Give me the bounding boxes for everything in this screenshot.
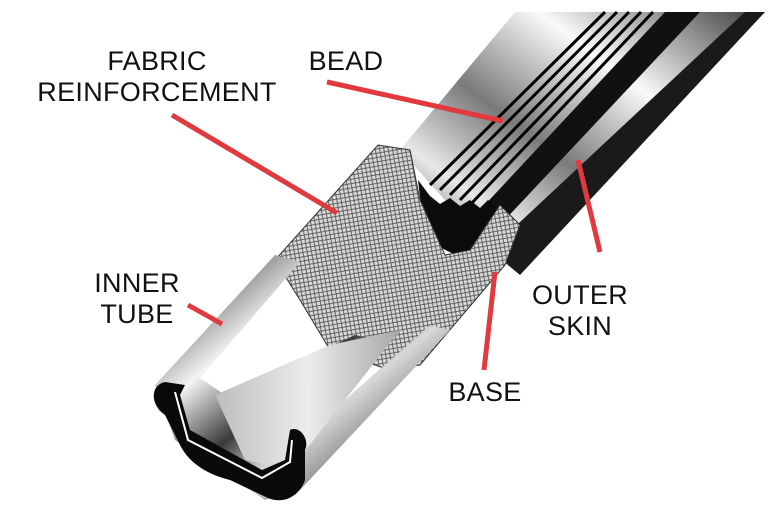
label-base: BASE [448, 377, 522, 407]
leader-bead [326, 79, 504, 124]
inner-tube-shape [153, 255, 450, 501]
bead-ribs [428, 10, 655, 207]
label-inner-tube: INNER TUBE [94, 268, 180, 329]
label-bead: BEAD [308, 46, 384, 76]
leader-inner-tube [186, 302, 224, 327]
leader-outer-skin [575, 159, 603, 253]
fabric-reinforcement-shape [274, 144, 521, 371]
label-outer-skin: OUTER SKIN [532, 280, 628, 341]
bead-black-band [480, 12, 700, 225]
label-fabric-reinforcement: FABRIC REINFORCEMENT [37, 46, 277, 107]
leader-fabric [170, 112, 339, 216]
leader-base [481, 271, 498, 371]
leader-lines [170, 79, 603, 371]
